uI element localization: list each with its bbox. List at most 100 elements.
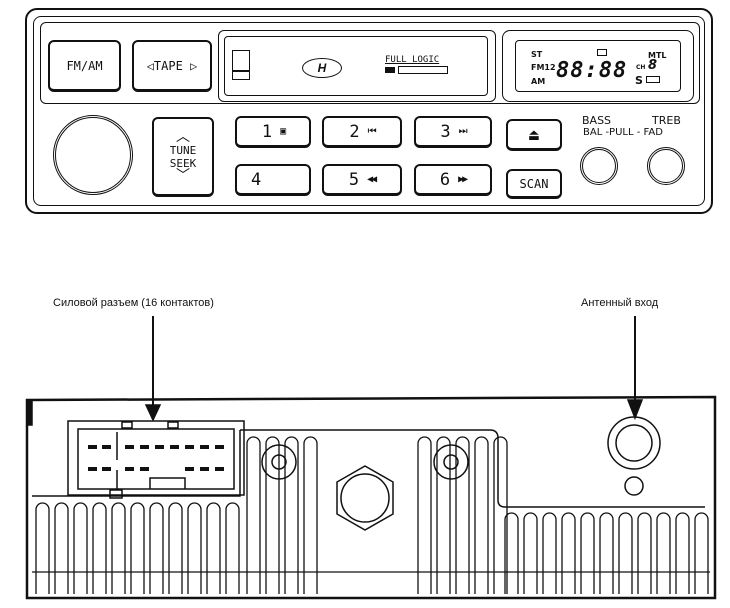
- preset-number: 5: [348, 169, 360, 190]
- preset-button-6[interactable]: 6▶▶: [414, 164, 492, 196]
- heatsink-fin: [73, 502, 88, 594]
- eject-button[interactable]: ⏏: [506, 119, 562, 151]
- front-panel-inner: [33, 16, 705, 206]
- tune-down-icon[interactable]: ﹀: [176, 167, 190, 184]
- power-connector-caption: Силовой разъем (16 контактов): [53, 297, 214, 309]
- tape-button[interactable]: ◁TAPE ▷: [132, 40, 212, 92]
- connector-pin: [125, 467, 134, 471]
- skip-back-icon: ⏮: [367, 126, 377, 137]
- heatsink-left-outline: [32, 430, 241, 497]
- connector-pin: [200, 467, 209, 471]
- heatsink-outline: [240, 429, 705, 508]
- lcd-s: S: [635, 74, 643, 87]
- connector-pins: [88, 445, 224, 471]
- hex-nut-icon: [336, 465, 394, 531]
- screw-head-icon: [443, 454, 459, 470]
- power-connector-arrowhead-icon: [144, 404, 162, 422]
- tune-up-icon[interactable]: ︿: [176, 128, 190, 145]
- heatsink-fin: [130, 502, 145, 594]
- connector-pin: [170, 445, 179, 449]
- tape-window-indicator: [232, 50, 250, 80]
- lcd-stereo: ST: [531, 50, 543, 59]
- dolby-icon: ▣: [280, 126, 286, 137]
- rewind-icon: ◀◀: [367, 174, 377, 185]
- preset-number: 6: [439, 169, 451, 190]
- connector-pin: [155, 445, 164, 449]
- lcd-display: [515, 40, 681, 92]
- heatsink-fin: [618, 512, 633, 594]
- heatsink-fin: [656, 512, 671, 594]
- connector-pin: [200, 445, 209, 449]
- heatsink-fin: [168, 502, 183, 594]
- heatsink-fin: [542, 512, 557, 594]
- connector-pin: [215, 445, 224, 449]
- preset-number: 1: [261, 121, 273, 142]
- preset-button-2[interactable]: 2⏮: [322, 116, 402, 148]
- preset-button-3[interactable]: 3⏭: [414, 116, 492, 148]
- heatsink-fin: [92, 502, 107, 594]
- scan-label: SCAN: [519, 176, 549, 191]
- heatsink-fin: [265, 436, 280, 594]
- antenna-jack-icon: [607, 416, 661, 470]
- preset-button-1[interactable]: 1▣: [235, 116, 311, 148]
- heatsink-fin: [580, 512, 595, 594]
- heatsink-fin: [111, 502, 126, 594]
- connector-pin: [125, 445, 134, 449]
- connector-latch: [167, 421, 179, 429]
- connector-pin: [88, 467, 97, 471]
- scan-button[interactable]: SCAN: [506, 169, 562, 199]
- antenna-arrowhead-icon: [626, 399, 644, 421]
- heatsink-fin: [504, 512, 519, 594]
- antenna-screw-icon: [624, 476, 644, 496]
- preset-number: 2: [349, 121, 360, 142]
- heatsink-fin: [284, 436, 299, 594]
- heatsink-fin: [523, 512, 538, 594]
- cassette-door[interactable]: [224, 36, 488, 96]
- bal-pull-fad-label: BAL -PULL - FAD: [583, 127, 663, 138]
- volume-knob[interactable]: [53, 115, 133, 195]
- preset-button-4[interactable]: 4: [235, 164, 311, 196]
- power-connector-housing: [77, 428, 235, 490]
- heatsink-fin: [225, 502, 240, 594]
- fm-am-button[interactable]: FM/AM: [48, 40, 121, 92]
- seek-label: SEEK: [169, 156, 197, 170]
- connector-latch: [121, 421, 133, 429]
- heatsink-fin: [694, 512, 709, 594]
- heatsink-fin: [455, 436, 470, 594]
- heatsink-fin: [599, 512, 614, 594]
- lcd-ch: CH: [636, 64, 646, 71]
- lcd-am: AM: [531, 77, 546, 86]
- front-panel-outer: [25, 8, 713, 214]
- heatsink-fin: [35, 502, 50, 594]
- skip-forward-icon: ⏭: [458, 126, 468, 137]
- tape-label: ◁TAPE ▷: [146, 58, 198, 73]
- lcd-dolby-icon: [597, 49, 607, 56]
- screw-right: [433, 444, 469, 480]
- connector-pin: [185, 467, 194, 471]
- connector-pin: [185, 445, 194, 449]
- lcd-ch-digit: 8: [648, 58, 658, 73]
- fm-am-label: FM/AM: [66, 58, 103, 73]
- lcd-metal: MTL: [648, 51, 667, 60]
- cassette-door-frame: [218, 30, 496, 102]
- heatsink-fin: [561, 512, 576, 594]
- tune-seek-rocker[interactable]: ︿ TUNE SEEK ﹀: [152, 117, 214, 197]
- heatsink-fin: [149, 502, 164, 594]
- heatsink-fin: [474, 436, 489, 594]
- bass-balance-knob[interactable]: [580, 147, 618, 185]
- eject-icon: ⏏: [529, 125, 539, 144]
- top-strip: [40, 22, 700, 104]
- lcd-speaker-icon: [646, 76, 660, 83]
- heatsink-fin: [246, 436, 261, 594]
- connector-pin: [140, 467, 149, 471]
- lcd-band: FM12: [531, 63, 556, 72]
- treble-fader-knob[interactable]: [647, 147, 685, 185]
- lcd-digits: 88:88: [556, 58, 628, 83]
- connector-pin: [140, 445, 149, 449]
- antenna-input-caption: Антенный вход: [581, 297, 659, 309]
- preset-button-5[interactable]: 5 ◀◀: [322, 164, 402, 196]
- heatsink-fin: [303, 436, 318, 594]
- hyundai-logo-icon: H: [302, 58, 342, 78]
- heatsink-fin: [637, 512, 652, 594]
